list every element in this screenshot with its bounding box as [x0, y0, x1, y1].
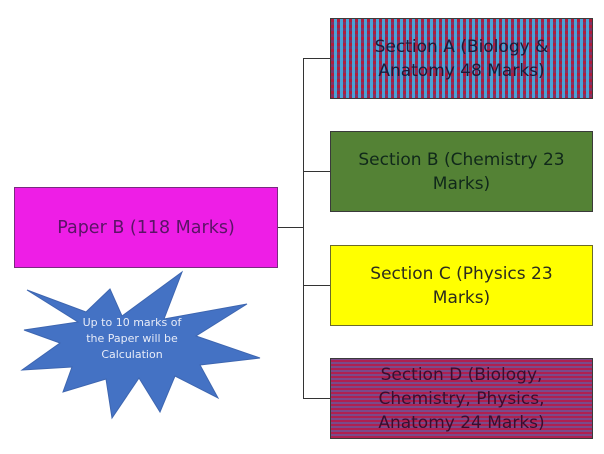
- section-a-node: Section A (Biology & Anatomy 48 Marks): [330, 18, 593, 99]
- connector-a: [303, 58, 330, 59]
- section-b-node: Section B (Chemistry 23 Marks): [330, 131, 593, 212]
- connector-d: [303, 398, 330, 399]
- paper-b-label: Paper B (118 Marks): [57, 217, 235, 238]
- section-b-label: Section B (Chemistry 23 Marks): [358, 149, 565, 194]
- connector-root: [278, 227, 303, 228]
- section-c-label: Section C (Physics 23 Marks): [370, 263, 553, 308]
- connector-b: [303, 171, 330, 172]
- section-d-node: Section D (Biology, Chemistry, Physics, …: [330, 358, 593, 439]
- section-a-label: Section A (Biology & Anatomy 48 Marks): [374, 36, 549, 81]
- section-c-node: Section C (Physics 23 Marks): [330, 245, 593, 326]
- paper-b-node: Paper B (118 Marks): [14, 187, 278, 268]
- callout-text: Up to 10 marks of the Paper will be Calc…: [82, 316, 182, 361]
- section-d-label: Section D (Biology, Chemistry, Physics, …: [378, 364, 545, 433]
- connector-c: [303, 285, 330, 286]
- connector-trunk: [303, 58, 304, 399]
